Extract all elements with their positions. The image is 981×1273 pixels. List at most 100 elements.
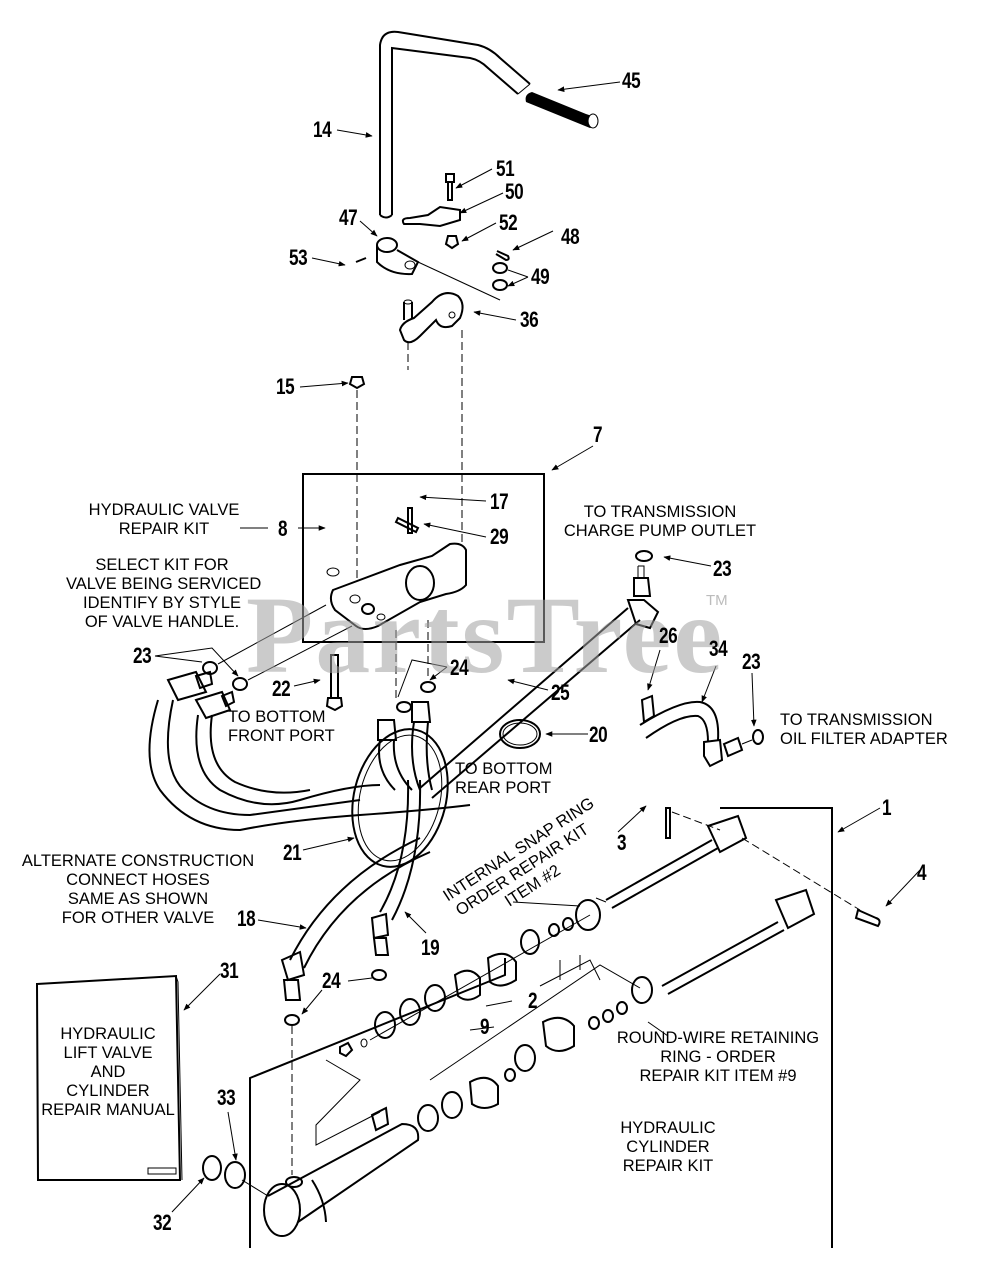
pin-part-29[interactable] [394,516,420,534]
note-oil-filter-adapter: TO TRANSMISSION OIL FILTER ADAPTER [780,711,960,749]
roll-pin-part-53[interactable] [355,257,367,263]
callout-36[interactable]: 36 [520,307,539,332]
callout-21[interactable]: 21 [283,840,302,865]
callout-1[interactable]: 1 [882,795,892,820]
note-line: REPAIR KIT ITEM #9 [639,1067,797,1085]
callout-14[interactable]: 14 [313,117,332,142]
hose-fittings-rear[interactable] [377,701,433,791]
callout-2[interactable]: 2 [528,988,538,1013]
hose-part-25[interactable] [419,565,660,799]
callout-23-pump[interactable]: 23 [713,556,732,581]
washers-part-49[interactable] [492,262,508,291]
callout-31[interactable]: 31 [220,958,239,983]
bolt-part-51[interactable] [445,173,455,201]
callout-26[interactable]: 26 [659,623,678,648]
callout-53[interactable]: 53 [289,245,308,270]
callout-22[interactable]: 22 [272,676,291,701]
valve-handle-part-14[interactable] [379,30,531,219]
note-valve-repair-kit: HYDRAULIC VALVE REPAIR KIT [82,501,246,539]
hydraulic-cylinder-body[interactable] [263,1106,420,1237]
callout-45[interactable]: 45 [622,68,641,93]
nut-part-15[interactable] [348,376,366,390]
o-ring-part-23-left-b[interactable] [232,677,248,691]
callout-47[interactable]: 47 [339,205,358,230]
watermark: PartsTree [246,574,725,696]
nut-kit[interactable] [339,1041,354,1058]
nut-part-32[interactable] [202,1155,222,1181]
cylinder-repair-kit-box [249,807,833,1248]
note-round-wire-retaining-ring: ROUND-WIRE RETAINING RING - ORDER REPAIR… [612,1029,824,1086]
pin-part-17[interactable] [407,507,413,534]
note-line: TO BOTTOM [455,760,553,778]
callout-17[interactable]: 17 [490,489,509,514]
cotter-pin-part-48[interactable] [495,250,510,262]
o-ring-part-24-c[interactable] [371,969,387,981]
callout-52[interactable]: 52 [499,210,518,235]
note-line: AND [90,1063,126,1081]
note-line: CYLINDER [66,1082,150,1100]
note-line: REAR PORT [455,779,551,797]
handle-collar-part-47[interactable] [376,237,420,276]
callout-29[interactable]: 29 [490,524,509,549]
handle-grip-part-45[interactable] [525,92,599,129]
piston-rod-clevis-a[interactable] [595,814,748,909]
note-line: CHARGE PUMP OUTLET [563,522,757,540]
bolt-part-22[interactable] [325,654,344,712]
note-line: REPAIR KIT [118,520,210,538]
callout-23-filter[interactable]: 23 [742,649,761,674]
callout-48[interactable]: 48 [561,224,580,249]
callout-25[interactable]: 25 [551,680,570,705]
callout-3[interactable]: 3 [617,830,627,855]
repair-manual-part-31[interactable] [35,974,183,1181]
seal-set-kit-9[interactable] [417,976,653,1132]
hose-part-34[interactable] [639,700,744,768]
washer-part-33[interactable] [224,1161,246,1189]
o-ring-part-24-a[interactable] [396,701,412,713]
hose-clamp-part-20[interactable] [499,719,541,749]
cotter-pin-part-3[interactable] [665,807,671,839]
lever-part-36[interactable] [398,292,464,344]
callout-23-left[interactable]: 23 [133,643,152,668]
o-ring-part-23-filter[interactable] [752,729,764,745]
note-line: HYDRAULIC [620,1119,716,1137]
callout-50[interactable]: 50 [505,179,524,204]
callout-18[interactable]: 18 [237,906,256,931]
hose-part-19[interactable] [370,779,422,956]
callout-7[interactable]: 7 [593,422,603,447]
o-ring-part-24-d[interactable] [284,1014,300,1026]
note-line: FRONT PORT [228,727,335,745]
callout-20[interactable]: 20 [589,722,608,747]
note-line: IDENTIFY BY STYLE [82,594,242,612]
note-line: HYDRAULIC VALVE [88,501,240,519]
o-ring-part-21[interactable] [338,719,461,877]
trademark-mark: TM [706,592,728,609]
callout-51[interactable]: 51 [496,156,515,181]
piston-rod-clevis-b[interactable] [661,888,816,995]
o-ring-part-23-pump[interactable] [635,550,653,562]
callout-24-top[interactable]: 24 [450,655,469,680]
note-line: REPAIR KIT [622,1157,714,1175]
hydraulic-valve-body[interactable] [326,542,467,630]
callout-4[interactable]: 4 [917,860,927,885]
note-rear-port: TO BOTTOM REAR PORT [455,760,559,798]
hydraulic-hoses[interactable] [148,670,471,832]
callout-19[interactable]: 19 [421,935,440,960]
plate-part-50[interactable] [401,205,461,228]
note-select-kit: SELECT KIT FOR VALVE BEING SERVICED IDEN… [66,556,261,632]
seal-set-kit-2[interactable] [369,914,591,1041]
snap-ring-kit-2[interactable] [575,899,601,931]
callout-24-bottom[interactable]: 24 [322,968,341,993]
nut-part-52[interactable] [444,235,460,250]
callout-15[interactable]: 15 [276,374,295,399]
note-line: TO TRANSMISSION [780,711,933,729]
callout-49[interactable]: 49 [531,264,550,289]
callout-33[interactable]: 33 [217,1085,236,1110]
callout-9[interactable]: 9 [480,1014,490,1039]
callout-8[interactable]: 8 [278,516,288,541]
callout-32[interactable]: 32 [153,1210,172,1235]
hose-part-18[interactable] [280,837,431,1001]
clevis-pin-part-4[interactable] [854,908,881,928]
callout-34[interactable]: 34 [709,636,728,661]
note-line: CYLINDER [626,1138,710,1156]
